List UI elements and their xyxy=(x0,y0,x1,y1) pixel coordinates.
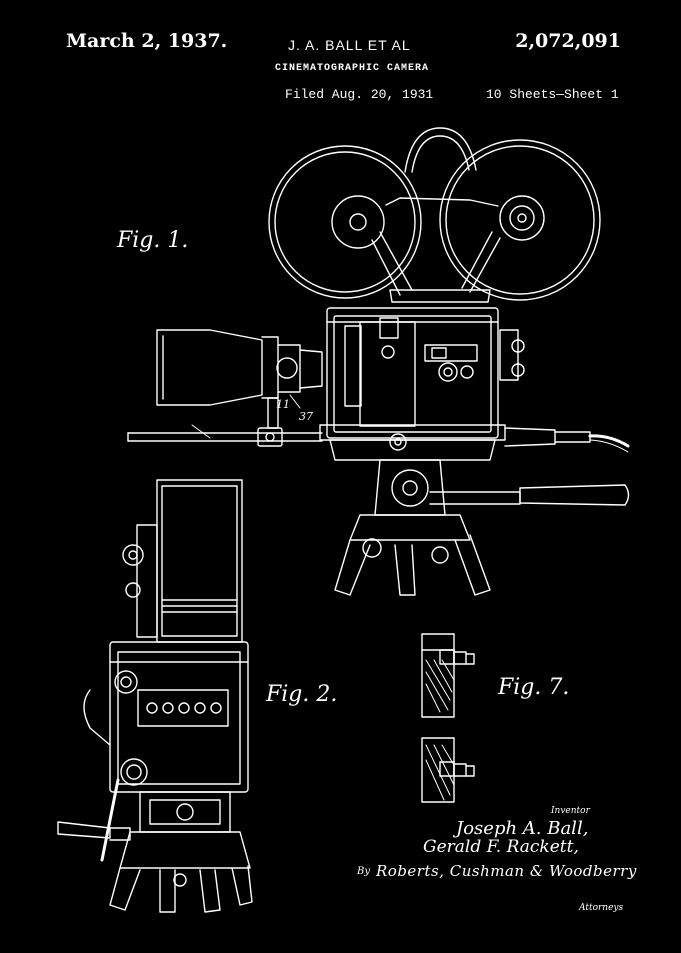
fig7-label: Fig. 7. xyxy=(498,675,570,700)
patent-title: CINEMATOGRAPHIC CAMERA xyxy=(275,63,430,74)
callout-11: 11 xyxy=(276,398,290,411)
camera-body xyxy=(327,308,498,438)
magazine-handle xyxy=(405,128,476,172)
tripod-leg-right xyxy=(455,535,490,595)
magazine-side xyxy=(157,480,242,642)
control-panel xyxy=(138,690,228,726)
patent-number: 2,072,091 xyxy=(515,30,621,52)
tripod-leg-c xyxy=(200,870,220,912)
tripod-head-side xyxy=(140,792,230,832)
magazine-reel-left xyxy=(269,146,421,298)
crank-knob xyxy=(121,759,147,785)
tripod-leg-center xyxy=(395,545,415,595)
callout-37: 37 xyxy=(299,410,313,423)
inventor-header: J. A. BALL ET AL xyxy=(288,37,411,53)
patent-date: March 2, 1937. xyxy=(66,30,228,52)
attorneys-signature: Roberts, Cushman & Woodberry xyxy=(376,862,637,880)
fig2-side-view-drawing xyxy=(58,480,252,912)
tripod-leg-b xyxy=(160,870,175,912)
inventor-signature-rackett: Gerald F. Rackett, xyxy=(423,837,579,857)
tripod-head xyxy=(375,460,445,515)
attorneys-label: Attorneys xyxy=(579,903,624,913)
lens-hood xyxy=(157,330,262,405)
fig1-label: Fig. 1. xyxy=(117,228,189,253)
magazine-throat xyxy=(390,290,490,302)
inventor-label: Inventor xyxy=(551,806,590,816)
tripod-leg-a xyxy=(110,868,140,910)
fig7-section-drawing xyxy=(422,634,474,802)
fig1-camera-drawing xyxy=(128,128,629,595)
magazine-reel-right xyxy=(440,140,600,300)
tripod-leg-left xyxy=(335,540,370,595)
film-gate-panel xyxy=(345,326,361,406)
filed-date: Filed Aug. 20, 1931 xyxy=(285,87,434,102)
fig2-label: Fig. 2. xyxy=(266,682,338,707)
inventor-signature-ball: Joseph A. Ball, xyxy=(456,818,589,839)
footage-counter xyxy=(425,345,477,361)
section-upper xyxy=(422,634,454,717)
side-rod xyxy=(505,428,555,446)
sheet-count: 10 Sheets—Sheet 1 xyxy=(486,87,619,102)
by-label: By xyxy=(357,866,370,877)
lens-support-rod xyxy=(128,433,322,441)
hand-crank xyxy=(58,822,110,838)
speed-dial xyxy=(439,363,457,381)
cable xyxy=(102,780,118,860)
tripod-leg-d xyxy=(232,866,252,905)
